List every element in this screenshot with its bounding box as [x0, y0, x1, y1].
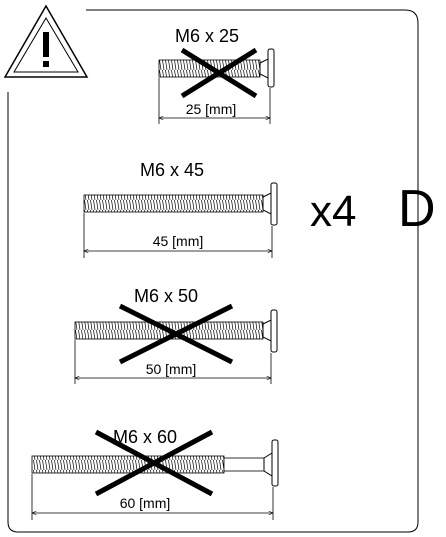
cross-out-mark — [94, 429, 214, 497]
screw-m6x60: M6 x 60 60 [mm] — [32, 427, 279, 520]
screw-m6x25: M6 x 25 25 [mm] — [159, 26, 275, 124]
quantity-label: x4 — [310, 187, 356, 236]
part-letter: D — [398, 180, 436, 238]
screw-label: M6 x 25 — [175, 26, 239, 46]
screw-label: M6 x 60 — [113, 427, 177, 447]
screw-label: M6 x 45 — [140, 160, 204, 180]
frame-border — [7, 9, 419, 533]
screw-dimension: 50 [mm] — [146, 361, 197, 377]
warning-triangle-icon — [3, 4, 89, 78]
screw-m6x50: M6 x 50 50 [mm] — [75, 286, 278, 384]
cross-out-mark — [180, 47, 258, 99]
screw-dimension: 25 [mm] — [186, 101, 237, 117]
screw-m6x45: M6 x 45 45 [mm] — [84, 160, 278, 258]
screw-label: M6 x 50 — [134, 286, 198, 306]
screw-dimension: 45 [mm] — [153, 233, 204, 249]
cross-out-mark — [118, 303, 234, 365]
screw-dimension: 60 [mm] — [120, 495, 171, 511]
